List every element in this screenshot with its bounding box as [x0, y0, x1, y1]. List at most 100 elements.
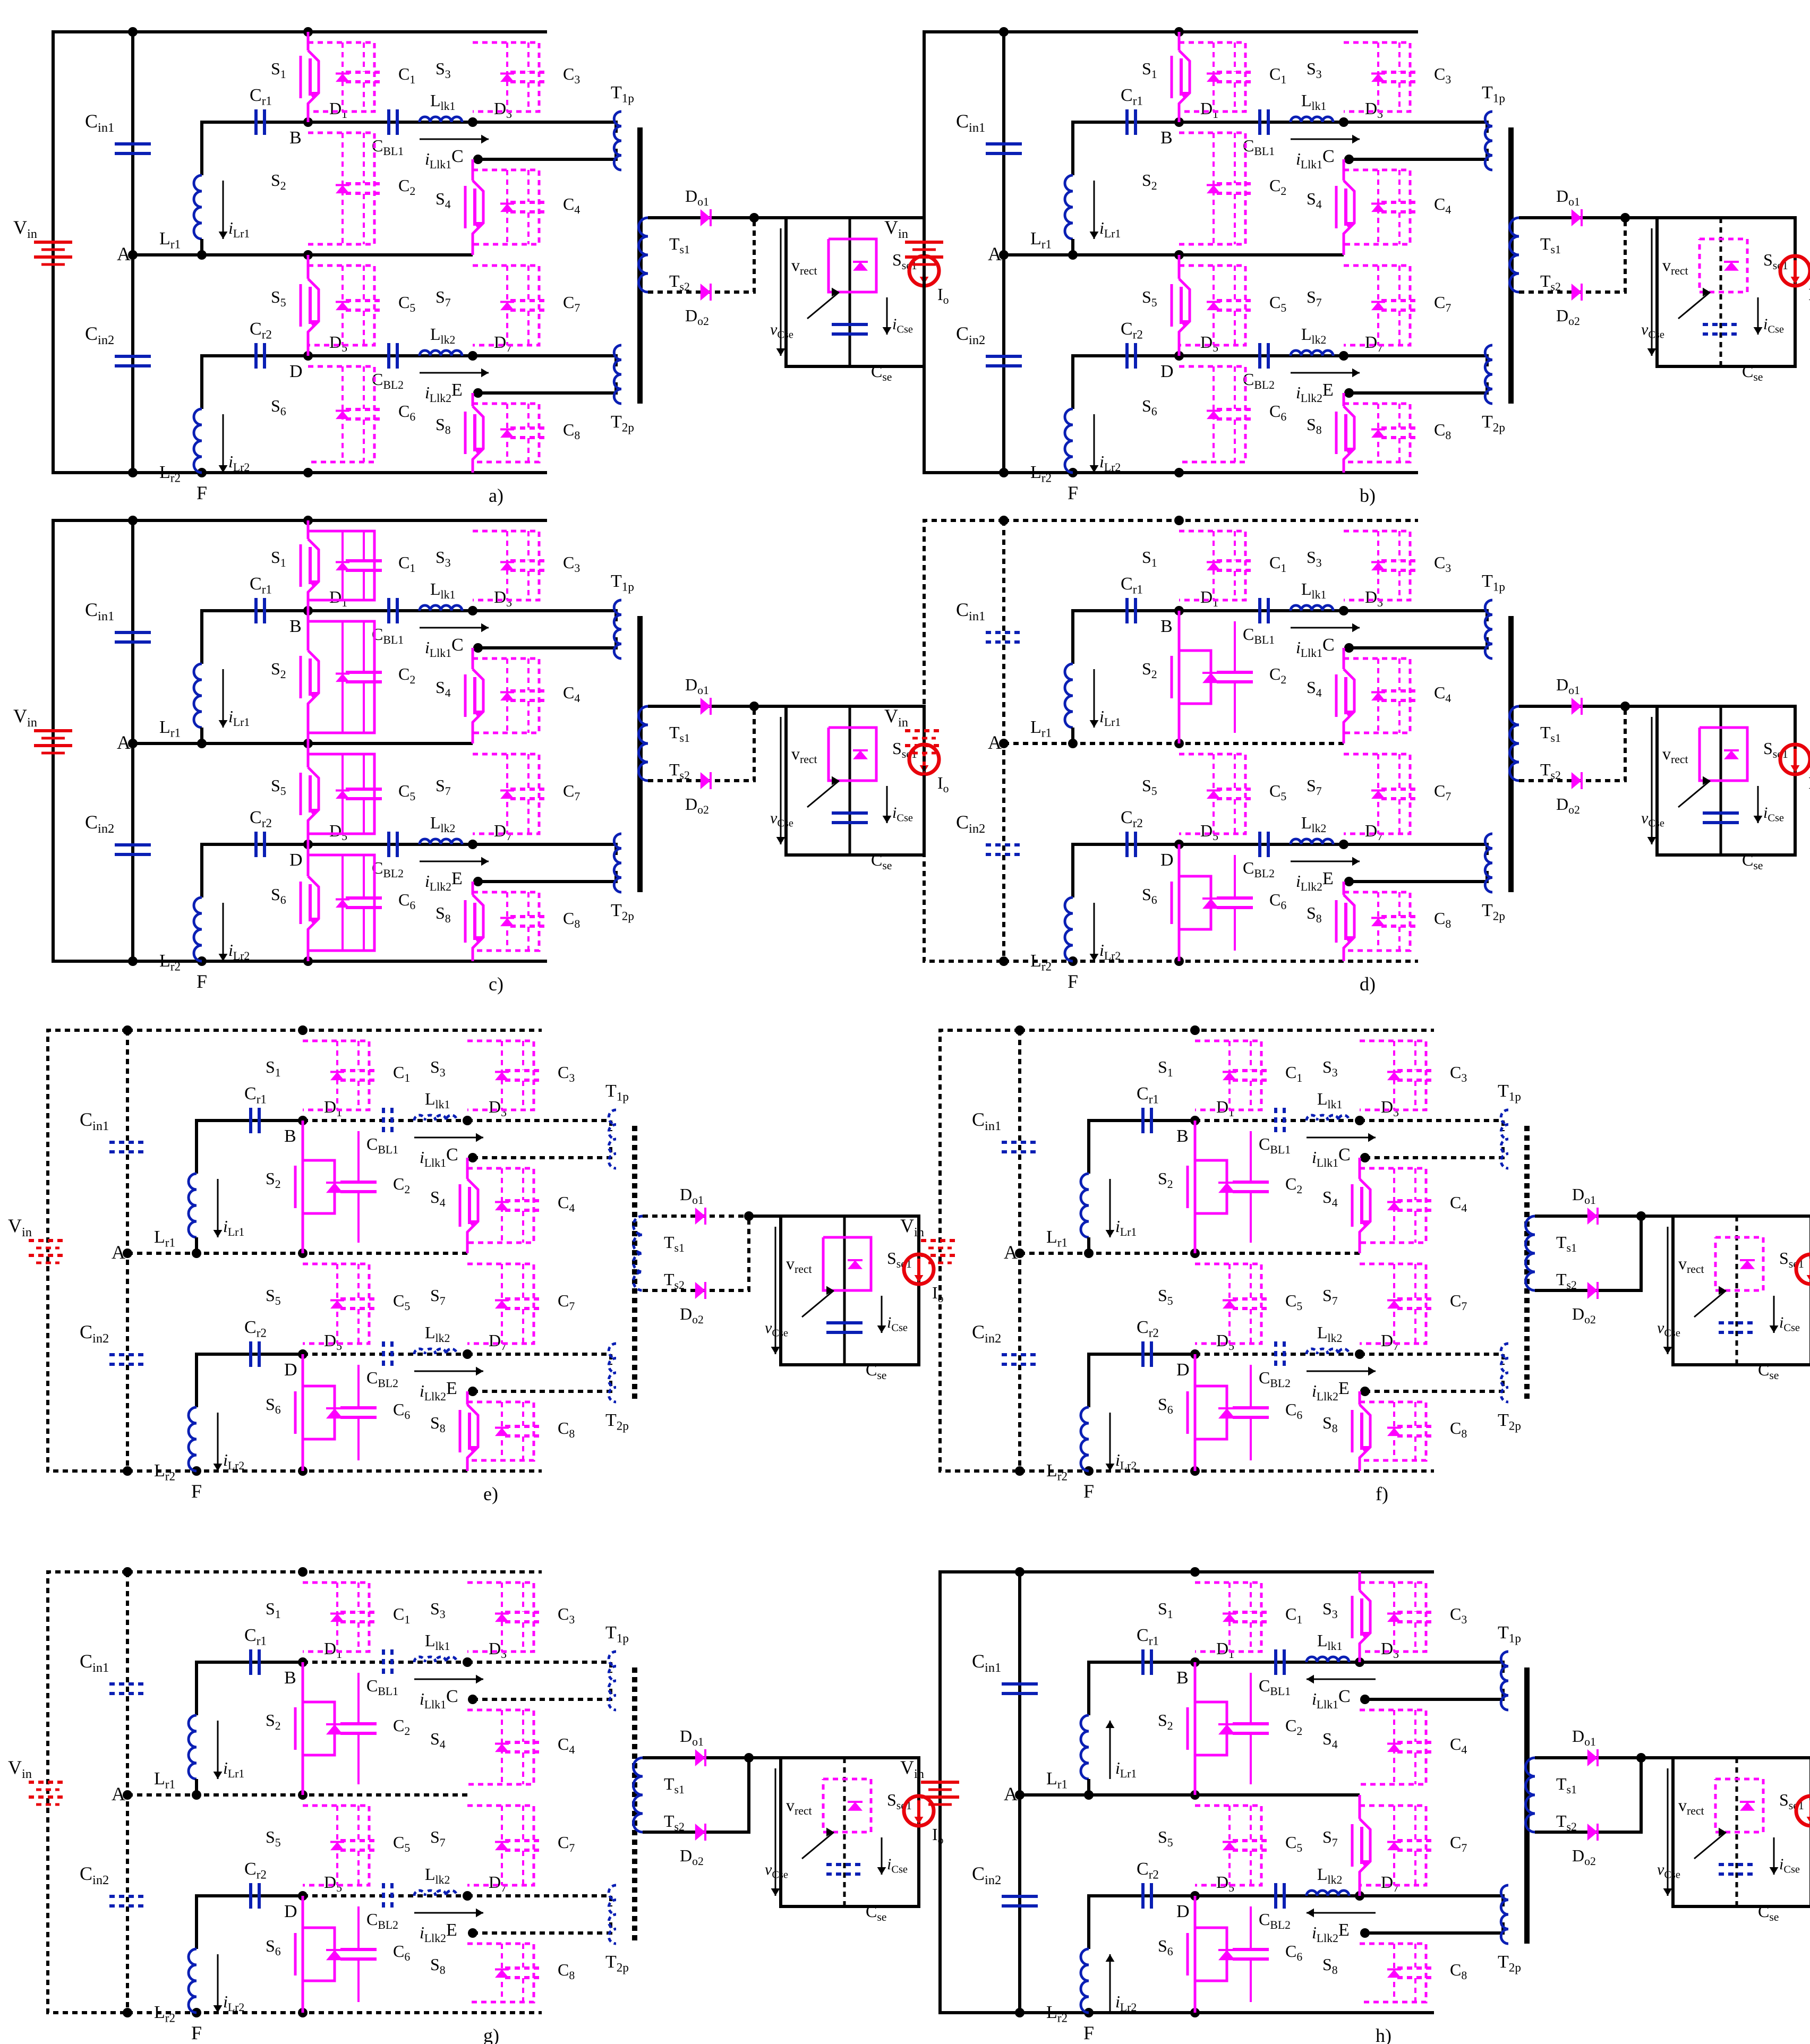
switch-label: S8 [436, 903, 451, 925]
switch-cell-s3 [1344, 529, 1418, 602]
do1-diode [1587, 1749, 1598, 1766]
ts1-label: Ts1 [669, 234, 690, 256]
cin2-label: Cin2 [85, 323, 114, 347]
sse1-switch [1714, 1236, 1765, 1292]
junction-dot [463, 1116, 472, 1125]
cr1-label: Cr1 [244, 1084, 267, 1106]
cin1-label: Cin1 [85, 110, 114, 135]
arrow-head [1344, 222, 1354, 229]
arrow-head [914, 1817, 924, 1824]
switch-label: S4 [1307, 189, 1322, 211]
transformer-lead [473, 1689, 612, 1701]
junction-dot [298, 1567, 308, 1577]
body-diode [1218, 1950, 1235, 1961]
node-a-label: A [112, 1242, 125, 1263]
switch-label: S8 [436, 415, 451, 437]
arrow-head [1360, 1860, 1370, 1868]
switch-label: S3 [1307, 59, 1322, 81]
icse-label: iCse [1779, 1314, 1800, 1334]
switch-label: S3 [1322, 1599, 1338, 1621]
switch-label: S8 [1322, 1413, 1338, 1435]
wire [306, 649, 320, 743]
cap-label: C4 [1450, 1734, 1467, 1756]
body-diode [1207, 73, 1220, 82]
sse1-diode [1724, 262, 1739, 271]
do1-diode [1571, 698, 1582, 715]
node-c-label: C [446, 1687, 458, 1706]
node-d-label: D [284, 1902, 297, 1921]
ts1-label: Ts1 [664, 1233, 685, 1254]
panel-caption: e) [483, 1483, 498, 1504]
illk2-label: iLlk2 [425, 383, 451, 405]
cin2-label: Cin2 [972, 1863, 1001, 1887]
switch-label: S2 [271, 659, 286, 681]
arrow-head [1105, 1230, 1115, 1237]
wire [1342, 894, 1356, 961]
llk2-label: Llk2 [1317, 1865, 1342, 1886]
cin1-label: Cin1 [956, 599, 985, 623]
node-c-label: C [451, 635, 464, 655]
do1-diode [1571, 209, 1582, 226]
transformer-lead [1365, 1147, 1505, 1159]
junction-dot [468, 840, 477, 849]
snubber-box [308, 752, 376, 835]
cbl2-label: CBL2 [1259, 1368, 1291, 1390]
node-c-label: C [446, 1145, 458, 1165]
input-loop [938, 1570, 1020, 2014]
cap-label: C7 [1450, 1833, 1467, 1854]
vrect-label: vrect [791, 255, 817, 277]
transformer-lead [1360, 1661, 1505, 1673]
cap-label: C5 [1269, 781, 1286, 803]
lr2-label: Lr2 [1030, 463, 1052, 485]
body-diode [326, 1950, 343, 1961]
cr1-label: Cr1 [250, 85, 272, 108]
do2-diode [1571, 772, 1582, 789]
ts2-label: Ts2 [1556, 1270, 1577, 1292]
diode-label: D3 [494, 99, 512, 121]
diode-label: D3 [489, 1639, 507, 1661]
wire [1177, 278, 1191, 356]
cse-label: Cse [871, 362, 892, 383]
switch-cell-s4 [464, 648, 547, 743]
body-diode [495, 1613, 509, 1622]
vcse-arrow [1694, 1289, 1727, 1318]
transformer-lead [1365, 1922, 1505, 1935]
transformer-lead [1344, 121, 1489, 133]
body-diode [500, 692, 514, 701]
cin2-label: Cin2 [972, 1321, 1001, 1346]
ilr2-label: iLr2 [228, 452, 250, 474]
body-diode [1218, 1724, 1235, 1735]
llk1-label: Llk1 [1317, 1089, 1342, 1111]
body-diode [495, 1072, 509, 1081]
snubber-box [473, 41, 541, 113]
cap-label: C6 [1285, 1942, 1302, 1963]
illk2-label: iLlk2 [420, 1923, 446, 1945]
switch-cell-s3 [473, 41, 547, 113]
panel-caption: a) [489, 485, 503, 506]
arrow-head [1769, 1867, 1779, 1875]
ilr2-label: iLr2 [1115, 1450, 1137, 1472]
icse-label: iCse [892, 315, 913, 336]
switch-label: S2 [1142, 659, 1157, 681]
switch-label: S4 [436, 189, 451, 211]
snubber-box [1344, 529, 1412, 602]
do1-label: Do1 [680, 1726, 704, 1748]
switch-label: S2 [266, 1711, 281, 1732]
resonant-wire [200, 843, 308, 897]
junction-dot [1355, 1116, 1364, 1125]
switch-label: S2 [1158, 1711, 1173, 1732]
cse-label: Cse [866, 1360, 886, 1382]
switch-cell-s1 [303, 1039, 377, 1111]
snubber-box [473, 402, 541, 464]
node-f-label: F [1068, 971, 1078, 992]
snubber-box [1360, 1708, 1428, 1786]
lr1-label: Lr1 [1030, 229, 1052, 251]
junction-dot [463, 1657, 472, 1667]
lr1-inductor [192, 174, 202, 241]
node-e-label: E [1322, 380, 1334, 400]
snubber-box [1360, 1581, 1428, 1653]
do2-diode [695, 1824, 705, 1841]
wire [1179, 875, 1213, 931]
resonant-wire [200, 354, 308, 409]
ilr1-label: iLr1 [1099, 218, 1121, 240]
